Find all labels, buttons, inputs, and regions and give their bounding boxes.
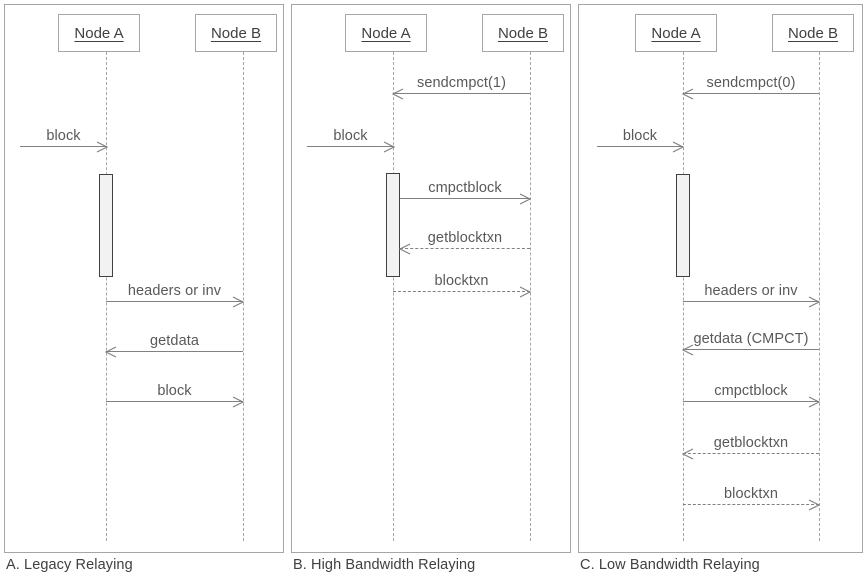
message-label: getdata bbox=[149, 333, 200, 349]
message-line bbox=[683, 349, 819, 350]
message-sendcmpct-1: sendcmpct(1) bbox=[392, 60, 530, 100]
message-cmpctblock: cmpctblock bbox=[400, 165, 531, 205]
arrowhead-right-icon bbox=[808, 499, 820, 511]
message-block-inbound: block bbox=[307, 113, 395, 153]
message-line bbox=[393, 93, 530, 94]
node-a-box: Node A bbox=[635, 14, 717, 52]
message-getblocktxn: getblocktxn bbox=[399, 215, 530, 255]
message-getdata: getdata bbox=[105, 318, 243, 358]
message-blocktxn: blocktxn bbox=[683, 471, 820, 511]
message-label: blocktxn bbox=[724, 486, 778, 502]
arrowhead-right-icon bbox=[808, 396, 820, 408]
lifeline-node-b bbox=[243, 52, 244, 541]
message-label: blocktxn bbox=[434, 273, 489, 289]
arrowhead-right-icon bbox=[232, 396, 244, 408]
arrowhead-right-icon bbox=[232, 296, 244, 308]
message-line bbox=[683, 504, 819, 505]
message-line bbox=[683, 301, 819, 302]
lifeline-node-a bbox=[683, 52, 684, 541]
message-label: sendcmpct(0) bbox=[706, 75, 796, 91]
message-headers-or-inv: headers or inv bbox=[683, 268, 820, 308]
message-getdata-cmpct: getdata (CMPCT) bbox=[682, 316, 819, 356]
message-line bbox=[106, 351, 243, 352]
lifeline-node-b bbox=[530, 52, 531, 541]
lifeline-node-a bbox=[106, 52, 107, 541]
message-label: block bbox=[46, 128, 81, 144]
node-a-box: Node A bbox=[345, 14, 427, 52]
message-label: headers or inv bbox=[704, 283, 798, 299]
activation-bar-node-a bbox=[676, 174, 690, 277]
activation-bar-node-a bbox=[386, 173, 400, 277]
message-label: sendcmpct(1) bbox=[416, 75, 507, 91]
panel-high-bandwidth-relaying: Node A Node B sendcmpct(1) block cmpctbl… bbox=[291, 4, 571, 553]
panel-low-bandwidth-relaying: Node A Node B sendcmpct(0) block headers… bbox=[578, 4, 863, 553]
message-line bbox=[400, 198, 530, 199]
message-label: block bbox=[622, 128, 658, 144]
message-line bbox=[393, 291, 530, 292]
node-a-label: Node A bbox=[651, 24, 701, 42]
node-b-box: Node B bbox=[195, 14, 277, 52]
arrowhead-right-icon bbox=[383, 141, 395, 153]
message-line bbox=[400, 248, 530, 249]
message-line bbox=[683, 93, 819, 94]
caption-panel-c: C. Low Bandwidth Relaying bbox=[580, 557, 760, 573]
message-line bbox=[307, 146, 394, 147]
arrowhead-left-icon bbox=[105, 346, 117, 358]
message-sendcmpct-0: sendcmpct(0) bbox=[682, 60, 819, 100]
caption-panel-b: B. High Bandwidth Relaying bbox=[293, 557, 476, 573]
node-a-label: Node A bbox=[361, 24, 411, 42]
message-label: headers or inv bbox=[127, 283, 222, 299]
message-label: cmpctblock bbox=[714, 383, 788, 399]
node-a-box: Node A bbox=[58, 14, 140, 52]
node-b-box: Node B bbox=[772, 14, 854, 52]
activation-bar-node-a bbox=[99, 174, 113, 277]
arrowhead-right-icon bbox=[519, 286, 531, 298]
message-block-inbound: block bbox=[20, 113, 108, 153]
arrowhead-left-icon bbox=[682, 448, 694, 460]
lifeline-node-a bbox=[393, 52, 394, 541]
message-block-inbound: block bbox=[597, 113, 684, 153]
message-label: getblocktxn bbox=[713, 435, 789, 451]
message-label: cmpctblock bbox=[428, 180, 502, 196]
message-label: block bbox=[157, 383, 192, 399]
message-headers-or-inv: headers or inv bbox=[106, 268, 244, 308]
node-b-label: Node B bbox=[497, 24, 549, 42]
arrowhead-right-icon bbox=[808, 296, 820, 308]
message-line bbox=[106, 401, 243, 402]
message-getblocktxn: getblocktxn bbox=[682, 420, 819, 460]
node-b-box: Node B bbox=[482, 14, 564, 52]
node-b-label: Node B bbox=[787, 24, 839, 42]
message-line bbox=[106, 301, 243, 302]
message-cmpctblock: cmpctblock bbox=[683, 368, 820, 408]
message-line bbox=[683, 453, 819, 454]
arrowhead-right-icon bbox=[672, 141, 684, 153]
caption-panel-a: A. Legacy Relaying bbox=[6, 557, 133, 573]
message-line bbox=[20, 146, 107, 147]
arrowhead-left-icon bbox=[399, 243, 411, 255]
arrowhead-right-icon bbox=[519, 193, 531, 205]
message-line bbox=[597, 146, 683, 147]
message-blocktxn: blocktxn bbox=[393, 258, 531, 298]
message-label: getblocktxn bbox=[427, 230, 503, 246]
arrowhead-left-icon bbox=[392, 88, 404, 100]
panel-legacy-relaying: Node A Node B block headers or inv getda… bbox=[4, 4, 284, 553]
message-block-outbound: block bbox=[106, 368, 244, 408]
lifeline-node-b bbox=[819, 52, 820, 541]
node-a-label: Node A bbox=[74, 24, 124, 42]
message-label: getdata (CMPCT) bbox=[693, 331, 809, 347]
message-label: block bbox=[333, 128, 368, 144]
message-line bbox=[683, 401, 819, 402]
arrowhead-right-icon bbox=[96, 141, 108, 153]
arrowhead-left-icon bbox=[682, 88, 694, 100]
arrowhead-left-icon bbox=[682, 344, 694, 356]
node-b-label: Node B bbox=[210, 24, 262, 42]
